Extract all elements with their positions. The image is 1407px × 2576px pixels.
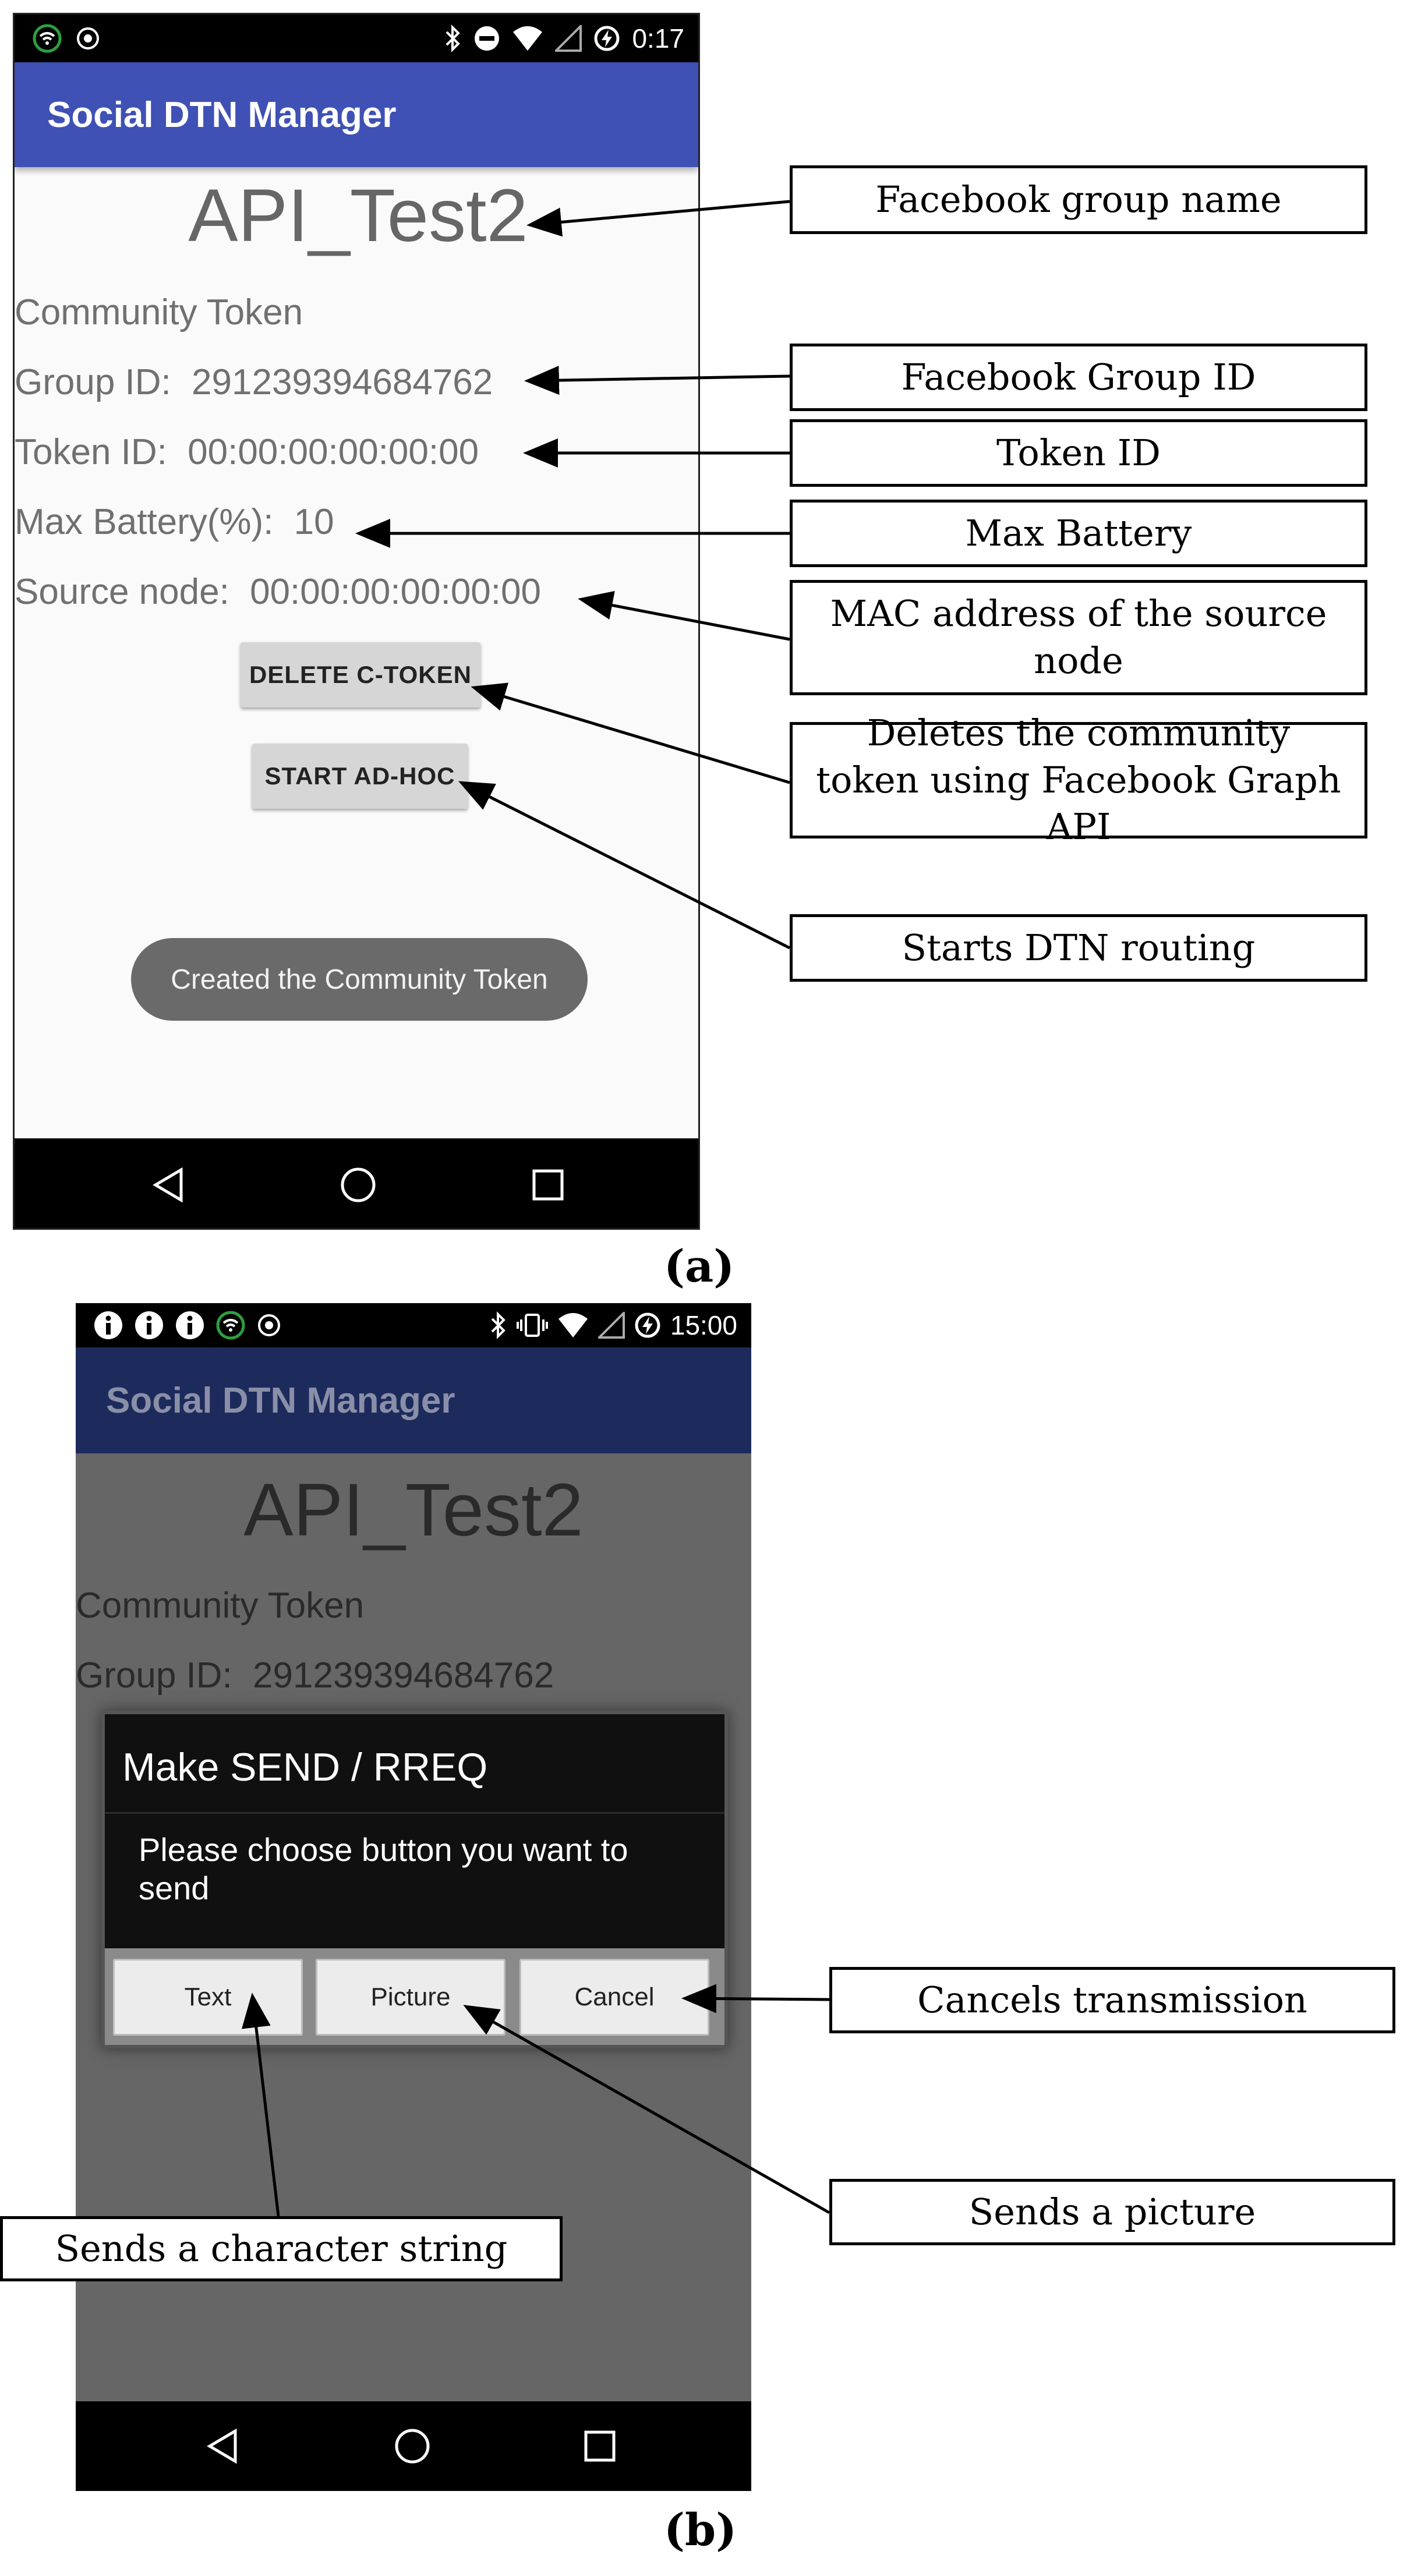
dialog-header [105,1714,724,1948]
app-bar: Social DTN Manager [15,62,698,167]
home-icon[interactable] [340,1166,377,1204]
recents-icon[interactable] [532,1169,564,1201]
phone-screen-a: 0:17 Social DTN Manager API_Test2 Commun… [13,13,700,1230]
callout-start-dtn: Starts DTN routing [790,914,1367,982]
dialog-message: Please choose button you want to send [139,1831,628,1906]
battery-charging-icon [594,26,620,51]
dialog-title: Make SEND / RREQ [122,1745,488,1789]
status-left-icons [32,15,101,62]
wifi-icon [513,26,543,51]
callout-send-string: Sends a character string [0,2216,563,2281]
caption-a-text: (a) [664,1240,735,1292]
start-ad-hoc-button[interactable]: START AD-HOC [252,744,468,809]
do-not-disturb-icon [475,26,500,51]
back-icon[interactable] [152,1167,185,1202]
arrow-group-name [526,200,790,237]
info-icon [135,1311,163,1339]
token-id-row: Token ID: 00:00:00:00:00:00 [15,431,479,473]
cellular-signal-icon [555,25,582,52]
max-battery-label: Max Battery(%): [15,502,274,542]
bluetooth-icon [491,1311,505,1339]
caption-a: (a) [664,1240,734,1292]
group-id-row: Group ID: 291239394684762 [76,1655,554,1696]
token-id-value: 00:00:00:00:00:00 [188,432,479,472]
group-name-title: API_Test2 [188,174,528,257]
callout-max-battery: Max Battery [790,500,1367,567]
callout-send-picture: Sends a picture [829,2179,1395,2245]
battery-charging-icon [635,1312,660,1338]
navigation-bar [15,1138,698,1228]
callout-delete-token: Deletes the community token using Facebo… [790,712,1367,848]
send-dialog: Make SEND / RREQ Please choose button yo… [101,1711,728,2048]
arrow-start-dtn [458,781,791,950]
app-title: Social DTN Manager [47,94,397,135]
status-bar: 0:17 [15,15,698,62]
wifi-icon [558,1313,588,1337]
arrow-cancel-transmission [681,1984,830,2014]
record-icon [77,27,99,49]
token-id-label: Token ID: [15,432,167,472]
callout-group-id: Facebook Group ID [790,344,1367,411]
delete-c-token-button[interactable]: DELETE C-TOKEN [241,642,480,707]
dialog-divider [105,1812,724,1814]
status-time: 15:00 [670,1310,737,1340]
recents-icon[interactable] [584,2430,616,2462]
toast-message: Created the Community Token [131,938,588,1021]
navigation-bar [76,2401,751,2491]
status-right-icons: 0:17 [444,15,684,62]
max-battery-row: Max Battery(%): 10 [15,501,334,543]
caption-b-text: (b) [664,2504,737,2556]
status-bar: 15:00 [76,1303,751,1347]
status-left-icons [93,1303,282,1347]
back-icon[interactable] [206,2429,239,2464]
info-icon [176,1311,204,1339]
group-id-value: 291239394684762 [253,1655,554,1696]
arrow-send-string [242,1993,280,2217]
info-icon [94,1311,122,1339]
vibrate-icon [516,1314,548,1337]
callout-token-id: Token ID [790,419,1367,487]
phone-screen-b: 15:00 Social DTN Manager API_Test2 Commu… [76,1303,751,2491]
arrow-send-picture [463,2005,830,2214]
arrow-source-mac [578,590,790,641]
text-button[interactable]: Text [113,1959,303,2036]
community-token-label: Community Token [76,1586,365,1626]
arrow-group-id [524,366,790,395]
group-id-label: Group ID: [15,362,171,402]
callout-group-name: Facebook group name [790,165,1367,234]
cellular-signal-icon [598,1312,625,1339]
app-title: Social DTN Manager [106,1380,455,1421]
bluetooth-icon [446,24,461,52]
app-bar: Social DTN Manager [76,1347,751,1453]
record-icon [258,1314,280,1336]
source-node-label: Source node: [15,572,229,612]
group-id-row: Group ID: 291239394684762 [15,362,493,403]
status-right-icons: 15:00 [490,1303,737,1347]
group-id-value: 291239394684762 [192,362,493,402]
status-time: 0:17 [632,23,684,54]
source-node-value: 00:00:00:00:00:00 [250,572,541,612]
picture-button[interactable]: Picture [316,1959,505,2036]
callout-cancel-transmission: Cancels transmission [829,1967,1395,2033]
cancel-button[interactable]: Cancel [519,1959,709,2036]
group-id-label: Group ID: [76,1655,232,1696]
wifi-notification-icon [33,24,62,53]
callout-source-mac: MAC address of the source node [790,580,1367,695]
community-token-label: Community Token [15,292,303,332]
arrow-delete-token [471,682,790,784]
max-battery-value: 10 [294,502,334,542]
group-name-title: API_Test2 [243,1469,584,1552]
source-node-row: Source node: 00:00:00:00:00:00 [15,571,541,613]
caption-b: (b) [664,2504,737,2556]
wifi-notification-icon [216,1311,245,1340]
home-icon[interactable] [394,2428,431,2465]
